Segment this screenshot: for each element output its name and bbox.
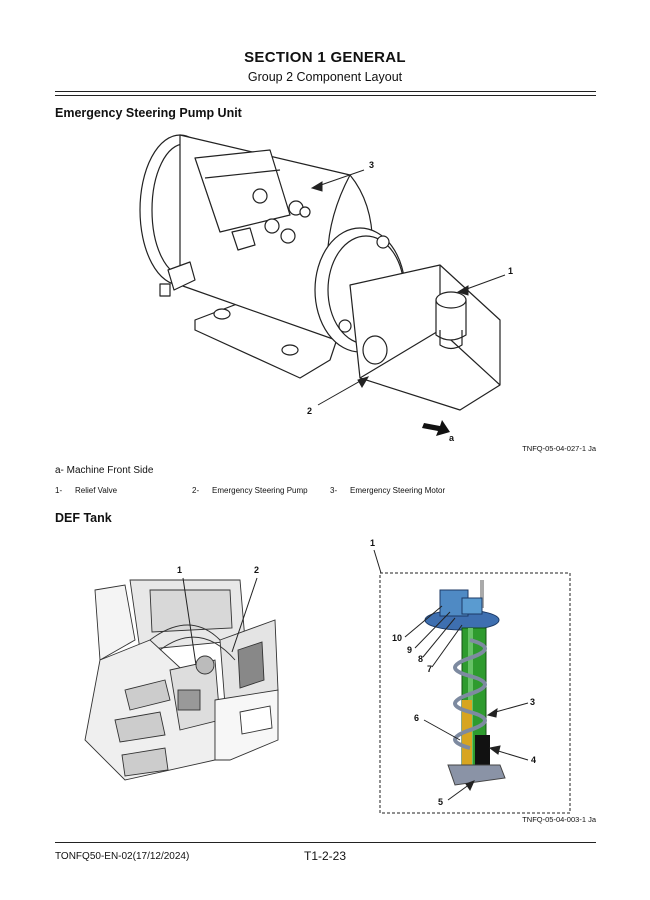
def-right-callout-4: 4 [531, 755, 537, 765]
footer-rule [55, 842, 596, 843]
def-right-callout-8: 8 [418, 654, 424, 664]
pump-callout-a: a [449, 433, 455, 443]
footer-doc-id: TONFQ50-EN-02(17/12/2024) [55, 851, 190, 862]
legend-text-3: Emergency Steering Motor [350, 486, 446, 495]
pump-figure-code: TNFQ-05-04-027-1 Ja [522, 444, 596, 453]
def-section-heading: DEF Tank [55, 511, 112, 525]
group-subtitle: Group 2 Component Layout [247, 70, 403, 84]
legend-num-3: 3- [330, 486, 338, 495]
legend-text-1: Relief Valve [75, 486, 118, 495]
def-right-callout-7: 7 [427, 664, 433, 674]
def-right-callout-3: 3 [530, 697, 536, 707]
pump-section-heading: Emergency Steering Pump Unit [55, 106, 242, 120]
section-title: SECTION 1 GENERAL [244, 49, 406, 66]
pump-note: a- Machine Front Side [55, 465, 154, 476]
def-left-callout-2: 2 [254, 565, 260, 575]
footer-page-number: T1-2-23 [303, 849, 347, 863]
def-right-callout-1: 1 [370, 538, 376, 548]
def-figure-code: TNFQ-05-04-003-1 Ja [522, 815, 596, 824]
def-right-callout-6: 6 [414, 713, 420, 723]
pump-callout-3: 3 [369, 160, 375, 170]
legend-num-2: 2- [192, 486, 200, 495]
pump-callout-2: 2 [307, 406, 313, 416]
pump-callout-1: 1 [508, 266, 514, 276]
legend-text-2: Emergency Steering Pump [212, 486, 308, 495]
def-right-callout-5: 5 [438, 797, 444, 807]
def-right-callout-10: 10 [392, 633, 403, 643]
header-rule-thin [55, 95, 596, 96]
legend-num-1: 1- [55, 486, 63, 495]
def-left-callout-1: 1 [177, 565, 183, 575]
def-right-callout-9: 9 [407, 645, 413, 655]
header-rule-thick [55, 91, 596, 92]
